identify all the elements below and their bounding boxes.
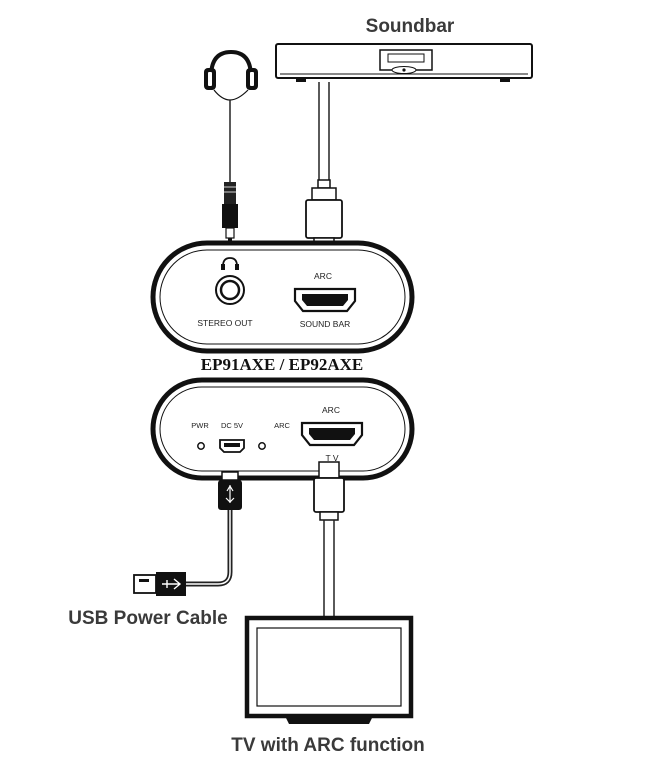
model-label: EP91AXE / EP92AXE: [201, 355, 363, 374]
soundbar-device: [275, 43, 533, 82]
micro-usb-port: [219, 439, 245, 453]
arc-led: [258, 442, 266, 450]
hdmi-cable-tv: [313, 461, 345, 618]
stereo-out-jack: [215, 275, 245, 305]
dc-5v-label: DC 5V: [221, 421, 243, 430]
soundbar-hdmi-port: [293, 287, 357, 313]
hdmi-cable-soundbar: [305, 82, 343, 251]
headphones-icon: [204, 49, 258, 101]
pwr-led: [197, 442, 205, 450]
usb-power-cable: [186, 471, 242, 587]
usb-a-plug: [133, 572, 186, 596]
usb-power-cable-label: USB Power Cable: [68, 608, 227, 629]
tv-label: TV with ARC function: [231, 735, 425, 756]
sound-bar-port-label: SOUND BAR: [300, 319, 351, 329]
bottom-extractor-unit: [150, 377, 415, 481]
arc-led-label: ARC: [274, 421, 290, 430]
stereo-out-label: STEREO OUT: [197, 318, 252, 328]
soundbar-label: Soundbar: [366, 16, 455, 37]
pwr-label: PWR: [191, 421, 209, 430]
tv-hdmi-port: [300, 421, 364, 447]
stereo-plug: [222, 182, 238, 248]
top-extractor-unit: [150, 240, 415, 354]
bottom-arc-label: ARC: [322, 405, 340, 415]
tv-port-label: T V: [325, 453, 338, 463]
top-arc-label: ARC: [314, 271, 332, 281]
headphone-small-icon: [221, 257, 239, 270]
tv-device: [244, 615, 414, 724]
